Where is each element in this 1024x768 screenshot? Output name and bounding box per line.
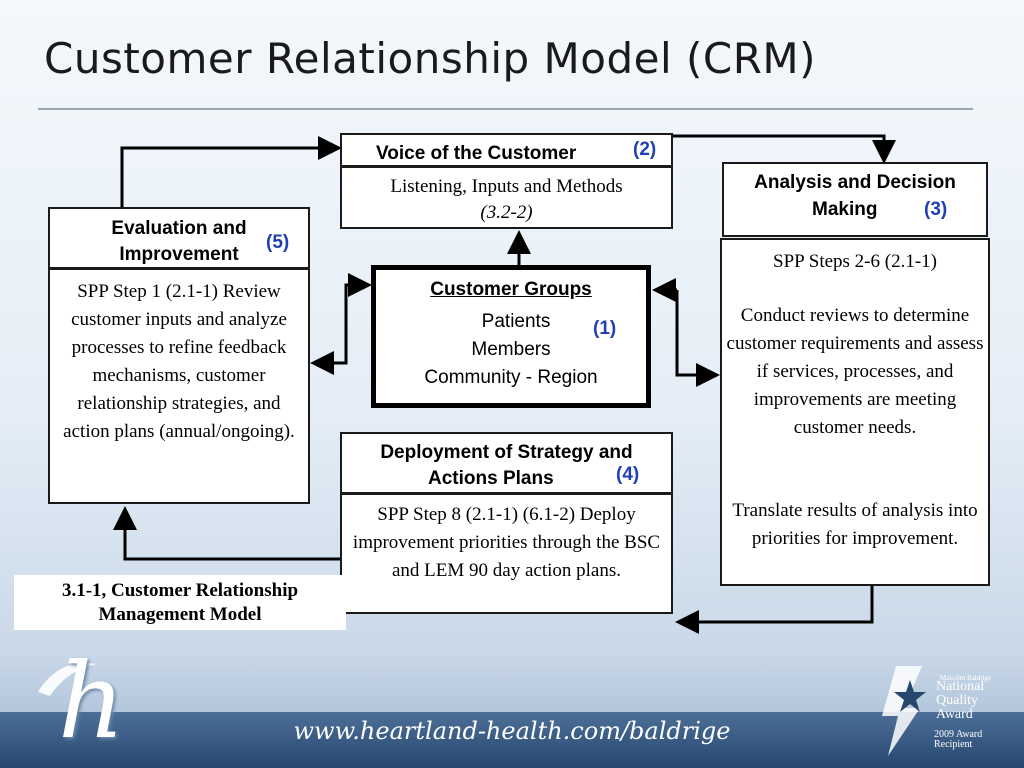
award-recipient: Recipient xyxy=(934,739,973,750)
evaluation-header: Evaluation and Improvement xyxy=(48,207,310,269)
evaluation-heading-line1: Evaluation and xyxy=(111,218,247,239)
award-year: 2009 Award xyxy=(934,729,983,740)
evaluation-text: SPP Step 1 (2.1-1) Review customer input… xyxy=(63,281,295,442)
award-small: Malcolm Baldrige xyxy=(940,674,992,682)
analysis-heading-line2: Making xyxy=(812,199,878,220)
footer-band xyxy=(0,712,1024,768)
arrow-voice-to-analysis xyxy=(673,134,896,164)
deployment-heading-line1: Deployment of Strategy and xyxy=(380,442,633,463)
analysis-header: Analysis and Decision Making (3) xyxy=(722,162,988,237)
customer-group-item: Community - Region xyxy=(424,367,598,388)
voice-of-customer-body: Listening, Inputs and Methods (3.2-2) xyxy=(340,166,673,229)
analysis-number: (3) xyxy=(924,199,948,220)
baldrige-award-logo: Malcolm Baldrige National Quality Award … xyxy=(874,660,1014,765)
analysis-body: SPP Steps 2-6 (2.1-1) Conduct reviews to… xyxy=(720,238,990,586)
arrow-analysis-to-deployment xyxy=(675,586,874,634)
analysis-paragraph2: Translate results of analysis into prior… xyxy=(732,500,978,549)
customer-groups-number: (1) xyxy=(593,318,617,339)
deployment-text: SPP Step 8 (2.1-1) (6.1-2) Deploy improv… xyxy=(352,504,661,581)
voice-of-customer-header: Voice of the Customer xyxy=(340,133,673,167)
deployment-heading-line2: Actions Plans xyxy=(428,468,554,489)
award-line1: National xyxy=(936,679,985,694)
customer-group-item: Members xyxy=(471,339,551,360)
logo-swoosh-icon xyxy=(38,662,96,696)
evaluation-body: SPP Step 1 (2.1-1) Review customer input… xyxy=(48,268,310,504)
award-line2: Quality xyxy=(936,693,978,708)
analysis-heading-line1: Analysis and Decision xyxy=(754,172,956,193)
analysis-steps: SPP Steps 2-6 (2.1-1) xyxy=(773,251,937,272)
deployment-body: SPP Step 8 (2.1-1) (6.1-2) Deploy improv… xyxy=(340,493,673,614)
voice-heading: Voice of the Customer xyxy=(376,143,577,164)
arrow-groups-to-analysis xyxy=(675,290,720,387)
customer-groups-heading: Customer Groups xyxy=(430,279,592,300)
slide-title: Customer Relationship Model (CRM) xyxy=(44,34,817,83)
deployment-number: (4) xyxy=(616,464,640,485)
heartland-logo: h xyxy=(34,646,144,762)
voice-number: (2) xyxy=(633,139,657,160)
caption-line1: 3.1-1, Customer Relationship xyxy=(61,580,299,601)
voice-line2: (3.2-2) xyxy=(480,202,533,223)
evaluation-heading-line2: Improvement xyxy=(119,244,239,265)
customer-groups-box: Customer Groups Patients Members Communi… xyxy=(371,265,651,408)
footer-url[interactable]: www.heartland-health.com/baldrige xyxy=(293,717,731,745)
arrow-eval-to-voice xyxy=(120,136,342,207)
caption-line2: Management Model xyxy=(98,604,262,625)
customer-group-item: Patients xyxy=(481,311,551,332)
title-divider xyxy=(38,108,973,110)
logo-letter: h xyxy=(58,640,125,762)
voice-line1: Listening, Inputs and Methods xyxy=(390,176,623,197)
evaluation-number: (5) xyxy=(266,232,290,253)
figure-caption: 3.1-1, Customer Relationship Management … xyxy=(14,575,346,630)
award-line3: Award xyxy=(936,707,973,722)
arrow-deployment-to-eval xyxy=(113,506,340,561)
deployment-header: Deployment of Strategy and Actions Plans… xyxy=(340,432,673,494)
arrow-groups-to-eval xyxy=(310,283,352,375)
award-star-icon xyxy=(882,666,926,756)
analysis-paragraph1: Conduct reviews to determine customer re… xyxy=(726,305,984,438)
